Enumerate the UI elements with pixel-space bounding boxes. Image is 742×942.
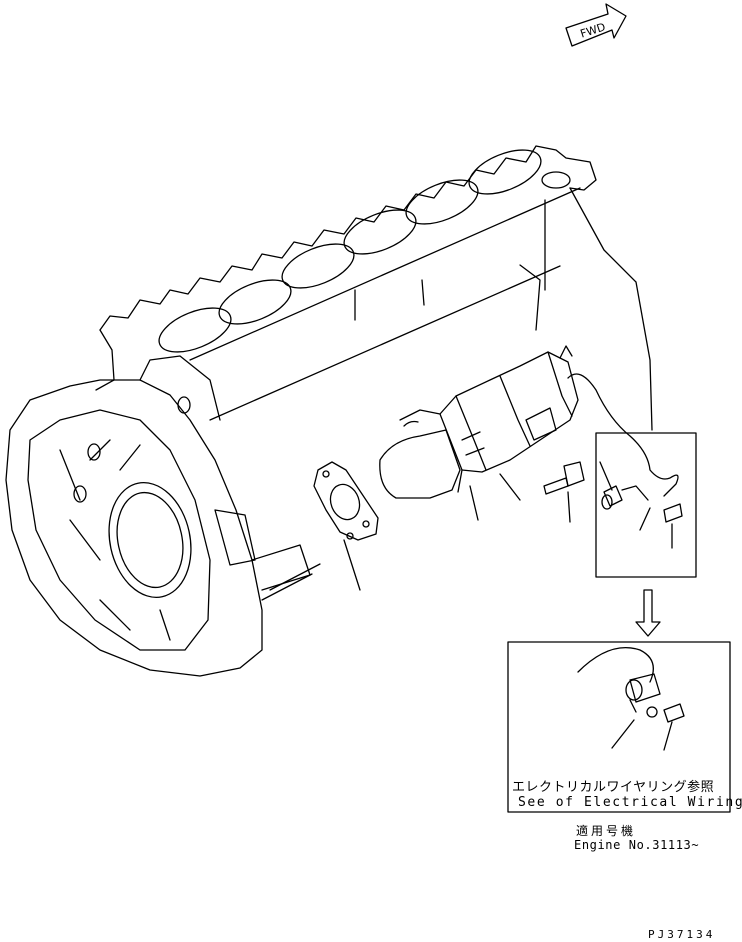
fwd-arrow-icon [565,3,627,47]
detail-reference-en: See of Electrical Wiring [518,795,742,810]
detail-box-upper [595,432,697,578]
detail-reference-jp: エレクトリカルワイヤリング参照 [512,780,715,795]
gasket [313,461,379,591]
applicability-en: Engine No.31113~ [574,838,700,852]
detail-box-lower [507,641,731,813]
starter-motor [379,345,579,521]
engine-block [95,145,653,431]
flywheel-housing [5,355,321,677]
applicability-jp: 適用号機 [576,824,637,838]
bolt [543,461,585,523]
down-arrow-icon [635,589,661,637]
wiring-harness [567,373,679,497]
drawing-number: PJ37134 [648,928,716,941]
